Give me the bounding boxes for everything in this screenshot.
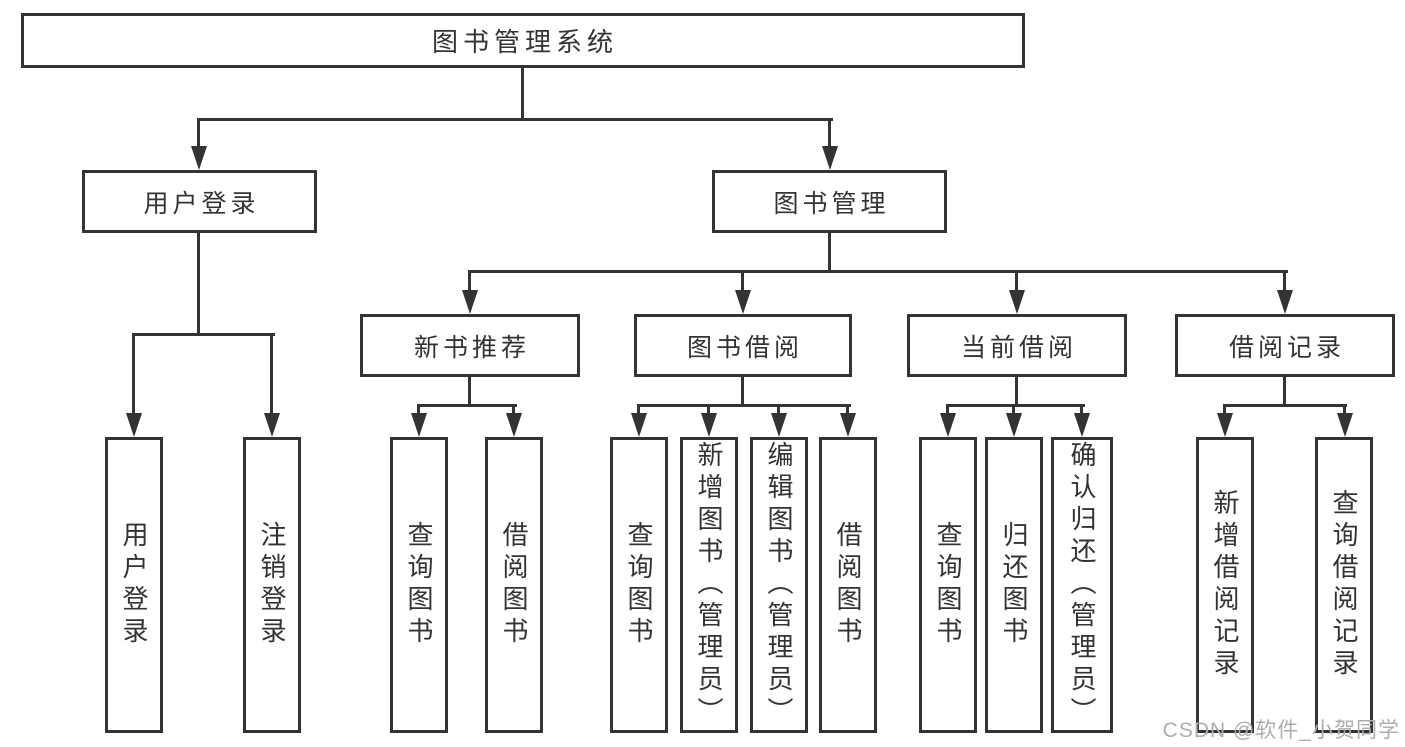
connector-book-borrow-split: [637, 404, 851, 407]
node-book-borrow: 图书借阅: [634, 314, 852, 377]
leaf-borrow-book-recommend-label: 借阅图书: [499, 521, 529, 649]
node-user-login: 用户登录: [82, 170, 317, 233]
csdn-watermark: CSDN @软件_小贺同学: [1162, 719, 1400, 742]
arrowhead-user-login: [191, 146, 207, 170]
arrowhead-leaf-logout: [264, 413, 280, 437]
connector-level3-split: [468, 270, 1288, 273]
leaf-add-book-admin-label: 新增图书（管理员）: [694, 441, 724, 729]
connector-stem-leaf-add-book: [707, 404, 710, 416]
connector-stem-leaf-query-borrow: [637, 404, 640, 416]
connector-stem-leaf-add-record: [1223, 404, 1226, 416]
arrowhead-leaf-query-recommend: [411, 413, 427, 437]
connector-stem-leaf-borrow-book: [846, 404, 849, 416]
leaf-query-book-borrow: 查询图书: [610, 437, 668, 733]
connector-stem-leaf-query-current: [946, 404, 949, 416]
arrowhead-leaf-confirm-return: [1074, 413, 1090, 437]
leaf-confirm-return-admin-label: 确认归还（管理员）: [1067, 441, 1097, 729]
arrowhead-leaf-user-login: [126, 413, 142, 437]
connector-stem-leaf-logout: [270, 333, 273, 417]
arrowhead-book-borrow: [735, 290, 751, 314]
node-book-management-label: 图书管理: [773, 189, 890, 218]
arrowhead-leaf-return-book: [1006, 413, 1022, 437]
leaf-return-book: 归还图书: [985, 437, 1043, 733]
connector-stem-leaf-borrow-recommend: [512, 404, 515, 416]
arrowhead-leaf-borrow-book: [840, 413, 856, 437]
connector-new-book-recommend-split: [417, 404, 517, 407]
node-current-borrow: 当前借阅: [907, 314, 1127, 377]
arrowhead-current-borrow: [1009, 290, 1025, 314]
leaf-query-borrow-record-label: 查询借阅记录: [1329, 489, 1359, 681]
connector-level1-split: [197, 118, 833, 121]
connector-stem-leaf-edit-book: [777, 404, 780, 416]
leaf-add-book-admin: 新增图书（管理员）: [680, 437, 738, 733]
node-new-book-recommend: 新书推荐: [360, 314, 580, 377]
connector-user-login-split: [132, 333, 275, 336]
connector-borrow-record-drop: [1283, 377, 1286, 406]
leaf-query-book-recommend-label: 查询图书: [404, 521, 434, 649]
arrowhead-leaf-query-record: [1337, 413, 1353, 437]
arrowhead-leaf-edit-book: [771, 413, 787, 437]
leaf-query-book-current-label: 查询图书: [933, 521, 963, 649]
node-book-management: 图书管理: [712, 170, 947, 233]
connector-book-borrow-drop: [741, 377, 744, 406]
leaf-user-login-label: 用户登录: [119, 521, 149, 649]
connector-stem-new-book-recommend: [468, 270, 471, 294]
arrowhead-leaf-add-book: [701, 413, 717, 437]
connector-stem-book-management: [828, 118, 831, 150]
leaf-query-book-recommend: 查询图书: [390, 437, 448, 733]
arrowhead-new-book-recommend: [462, 290, 478, 314]
connector-stem-leaf-confirm-return: [1080, 404, 1083, 416]
leaf-user-login: 用户登录: [105, 437, 163, 733]
connector-stem-leaf-query-record: [1343, 404, 1346, 416]
leaf-return-book-label: 归还图书: [999, 521, 1029, 649]
connector-stem-user-login: [197, 118, 200, 150]
node-root-system: 图书管理系统: [21, 13, 1025, 68]
leaf-logout-label: 注销登录: [257, 521, 287, 649]
arrowhead-leaf-query-current: [940, 413, 956, 437]
connector-borrow-record-split: [1223, 404, 1347, 407]
leaf-logout: 注销登录: [243, 437, 301, 733]
connector-user-login-drop: [197, 233, 200, 335]
leaf-borrow-book-recommend: 借阅图书: [485, 437, 543, 733]
connector-stem-leaf-return-book: [1012, 404, 1015, 416]
leaf-add-borrow-record-label: 新增借阅记录: [1210, 489, 1240, 681]
node-root-label: 图书管理系统: [431, 27, 618, 57]
connector-new-book-recommend-drop: [468, 377, 471, 406]
arrowhead-leaf-add-record: [1217, 413, 1233, 437]
arrowhead-leaf-borrow-recommend: [506, 413, 522, 437]
connector-stem-book-borrow: [741, 270, 744, 294]
leaf-borrow-book-label: 借阅图书: [833, 521, 863, 649]
node-user-login-label: 用户登录: [143, 189, 260, 218]
leaf-query-book-current: 查询图书: [919, 437, 977, 733]
leaf-edit-book-admin-label: 编辑图书（管理员）: [764, 441, 794, 729]
connector-current-borrow-split: [946, 404, 1085, 407]
connector-stem-current-borrow: [1015, 270, 1018, 294]
arrowhead-book-management: [822, 146, 838, 170]
leaf-borrow-book: 借阅图书: [819, 437, 877, 733]
leaf-confirm-return-admin: 确认归还（管理员）: [1051, 437, 1113, 733]
node-book-borrow-label: 图书借阅: [686, 333, 803, 362]
connector-stem-leaf-query-recommend: [417, 404, 420, 416]
leaf-query-borrow-record: 查询借阅记录: [1315, 437, 1373, 733]
connector-stem-leaf-user-login: [132, 333, 135, 417]
connector-book-management-drop: [828, 233, 831, 272]
connector-current-borrow-drop: [1015, 377, 1018, 406]
leaf-add-borrow-record: 新增借阅记录: [1196, 437, 1254, 733]
connector-root-drop: [521, 68, 524, 120]
node-borrow-record-label: 借阅记录: [1228, 333, 1345, 362]
connector-stem-borrow-record: [1283, 270, 1286, 294]
node-borrow-record: 借阅记录: [1175, 314, 1395, 377]
leaf-edit-book-admin: 编辑图书（管理员）: [750, 437, 808, 733]
node-new-book-recommend-label: 新书推荐: [413, 333, 530, 362]
arrowhead-borrow-record: [1277, 290, 1293, 314]
leaf-query-book-borrow-label: 查询图书: [624, 521, 654, 649]
arrowhead-leaf-query-borrow: [631, 413, 647, 437]
node-current-borrow-label: 当前借阅: [960, 333, 1077, 362]
